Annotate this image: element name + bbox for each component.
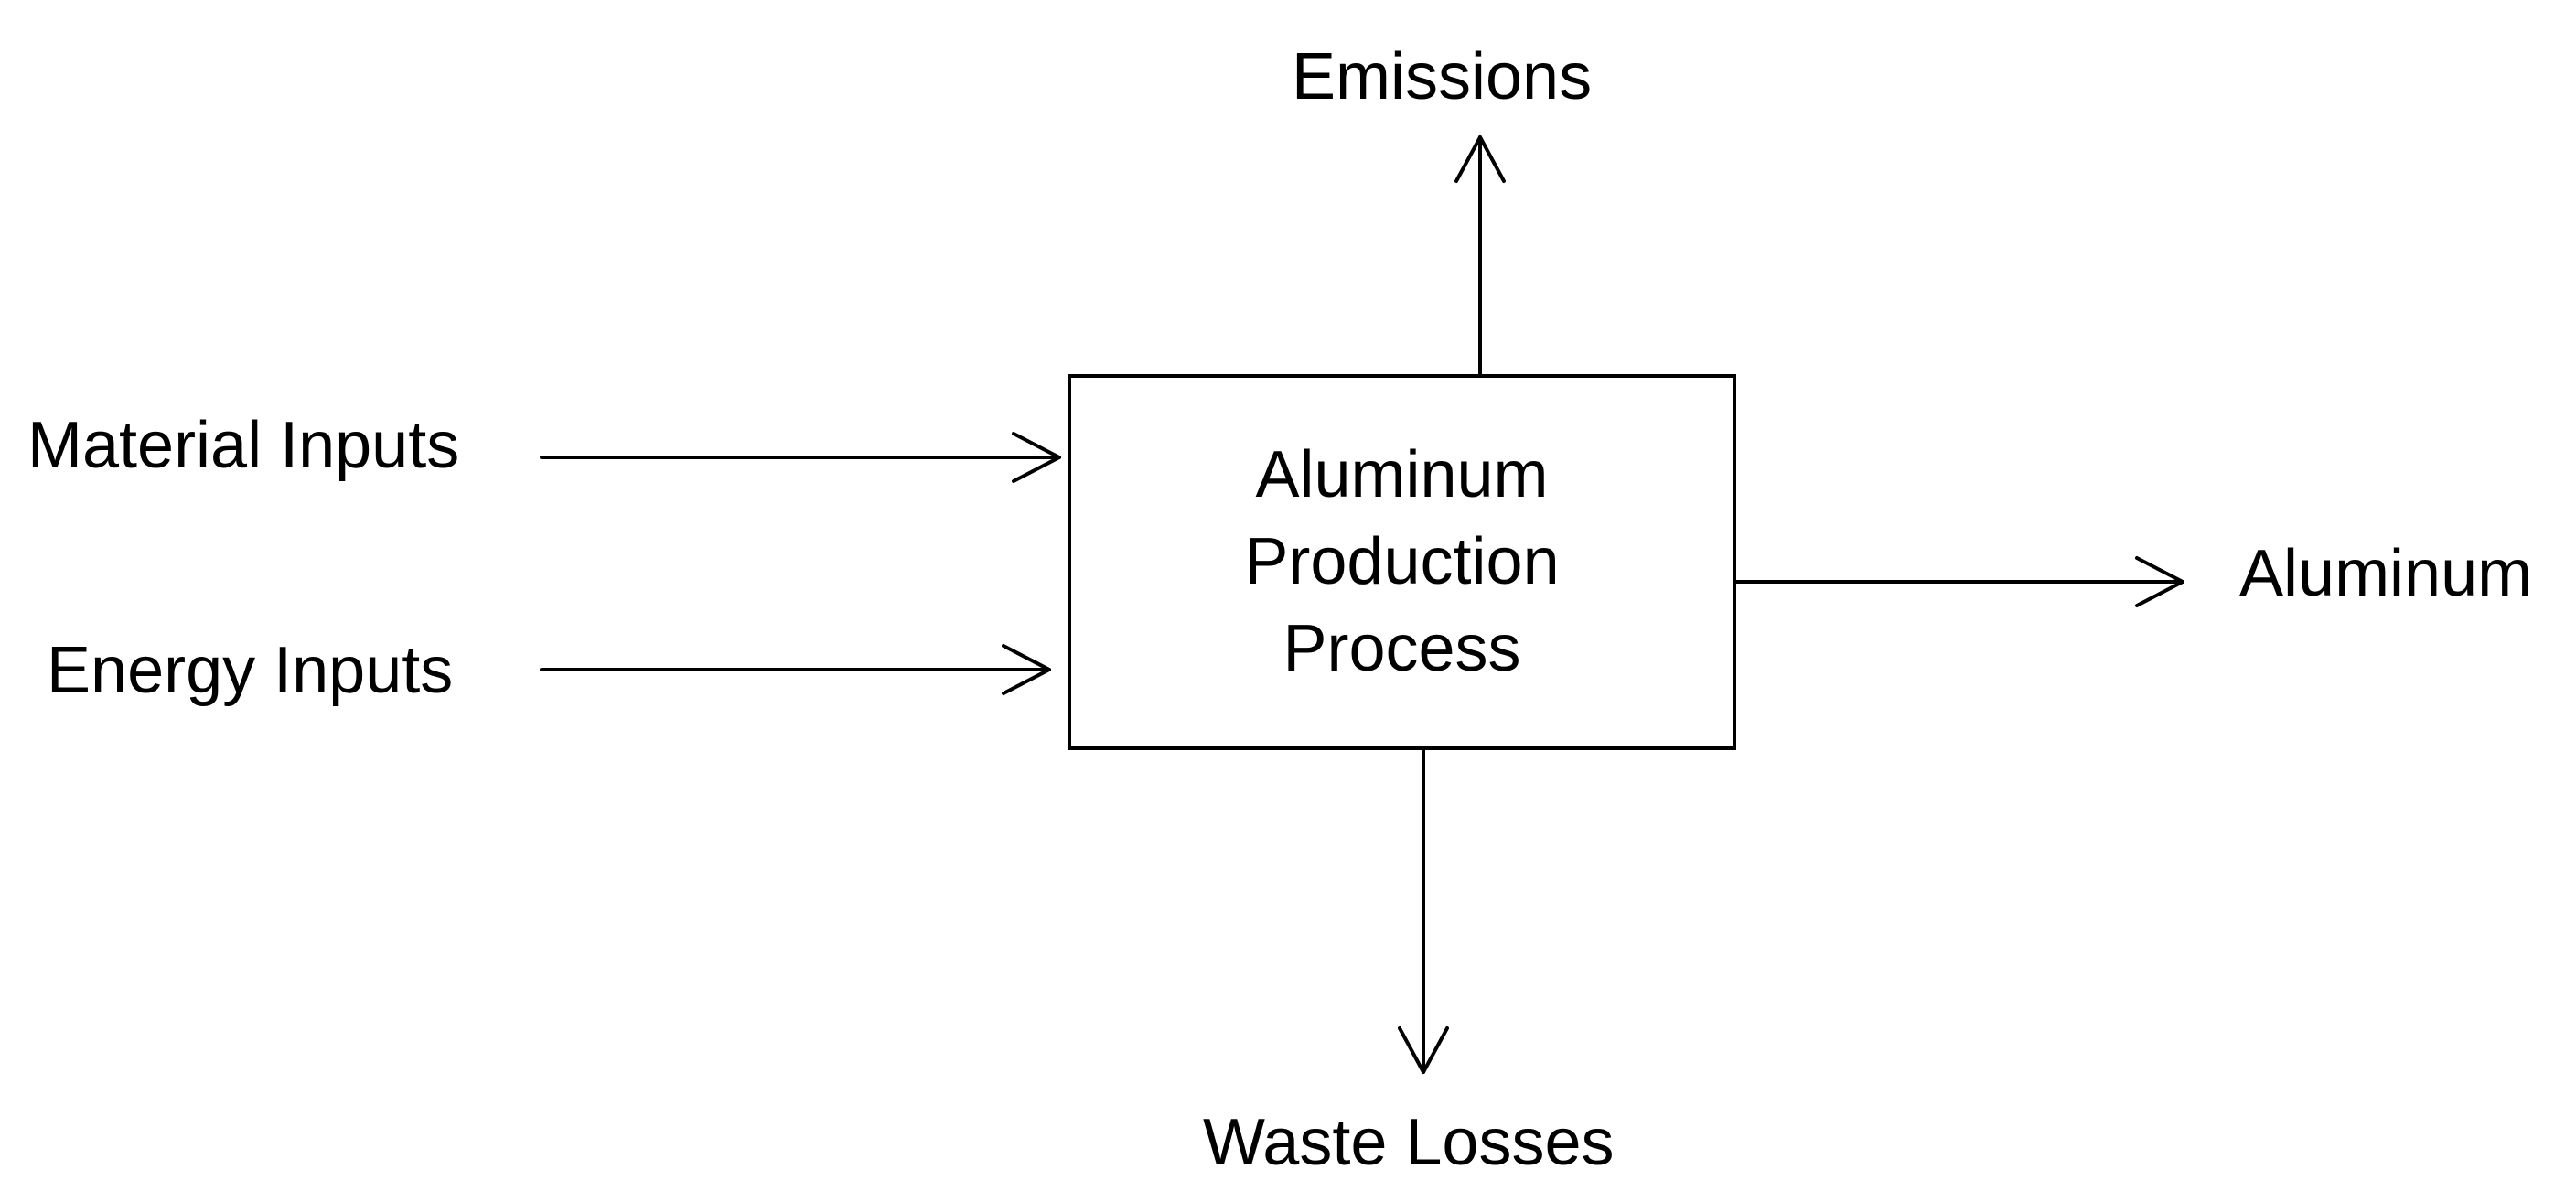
emissions-label: Emissions bbox=[1292, 40, 1593, 113]
waste-losses-label: Waste Losses bbox=[1203, 1106, 1615, 1179]
process-label-line-1: Aluminum bbox=[1255, 438, 1549, 511]
aluminum-output-arrow bbox=[1734, 556, 2184, 607]
material-inputs-label: Material Inputs bbox=[27, 409, 460, 482]
aluminum-output-label: Aluminum bbox=[2239, 537, 2533, 610]
process-label-line-3: Process bbox=[1283, 612, 1521, 685]
emissions-output-arrow bbox=[1454, 135, 1506, 376]
process-box: Aluminum Production Process bbox=[1068, 374, 1736, 750]
process-label-line-2: Production bbox=[1244, 525, 1560, 598]
energy-inputs-label: Energy Inputs bbox=[47, 634, 454, 707]
process-label: Aluminum Production Process bbox=[1244, 432, 1559, 692]
waste-output-arrow bbox=[1398, 748, 1449, 1074]
material-input-arrow bbox=[540, 432, 1061, 483]
energy-input-arrow bbox=[540, 644, 1051, 695]
